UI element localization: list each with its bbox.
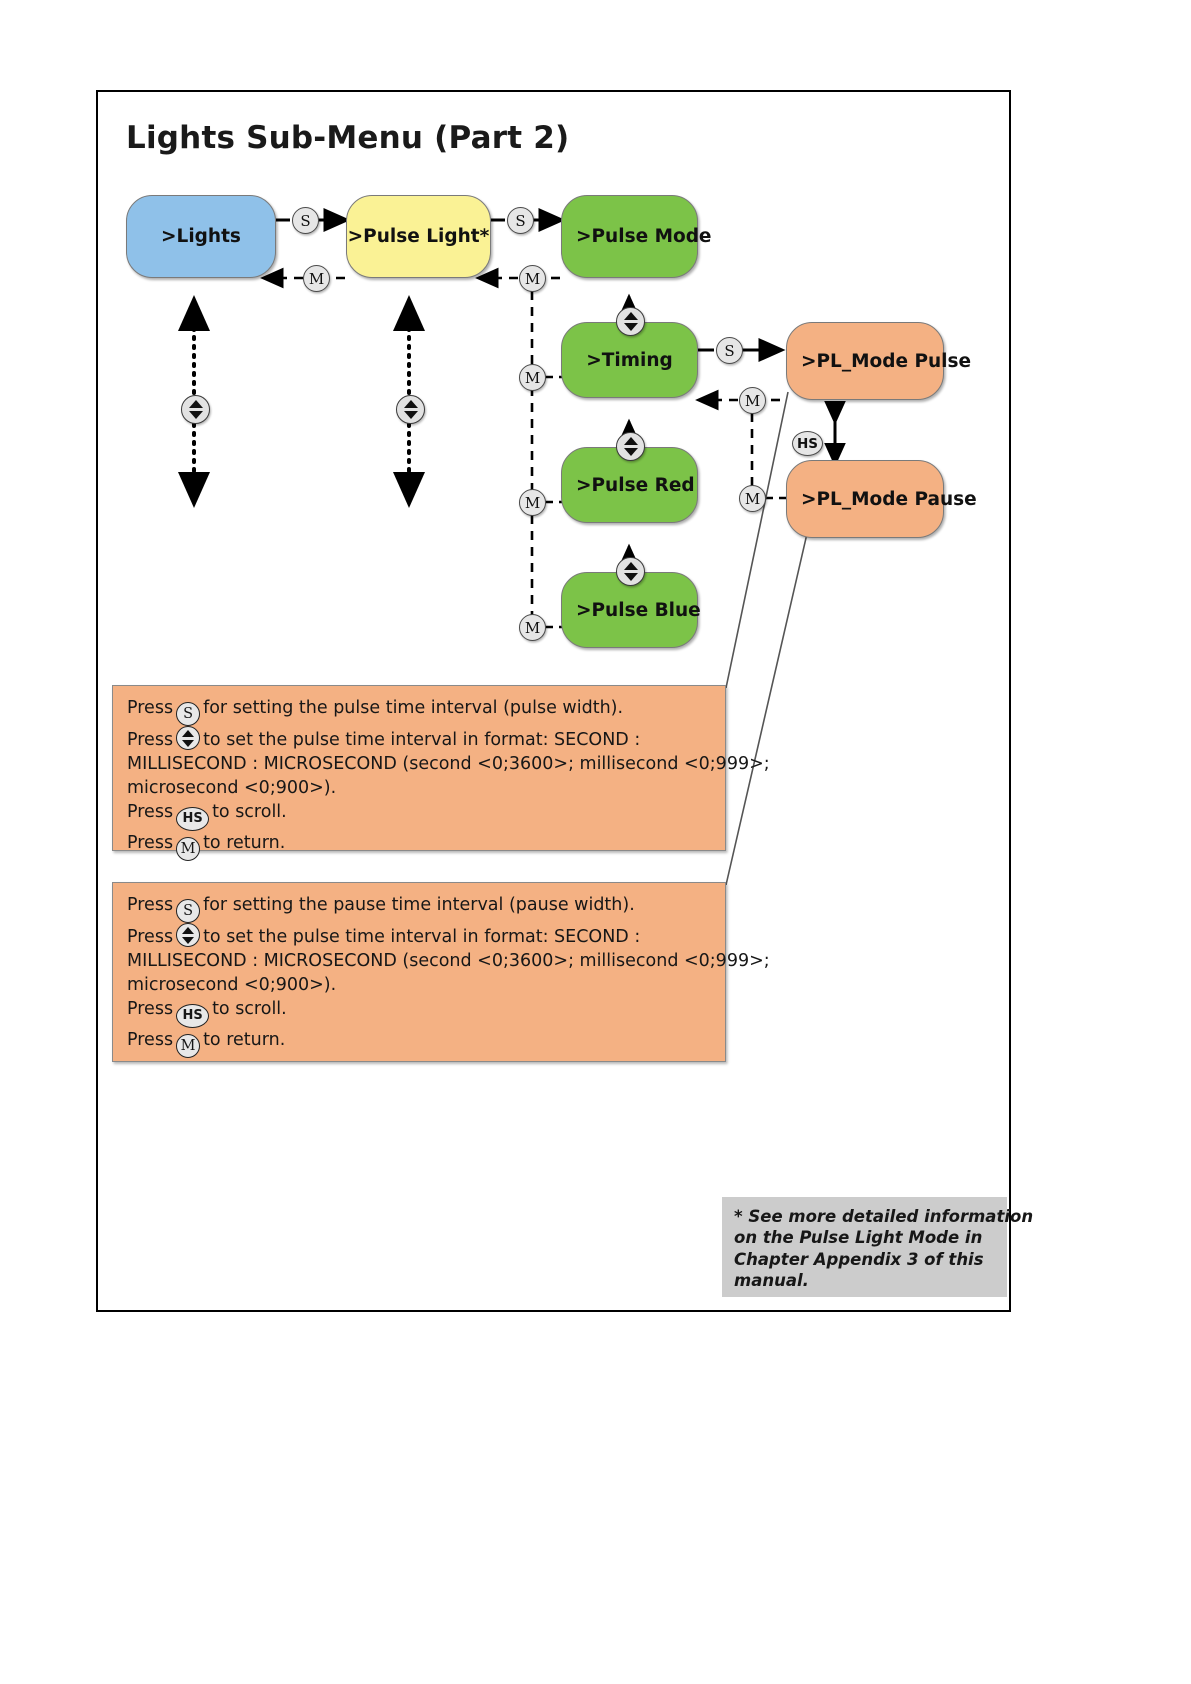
info-line: MILLISECOND : MICROSECOND (second <0;360… xyxy=(127,754,770,775)
m-key-badge-pulse-light-to-lights: M xyxy=(303,265,330,292)
info-line: microsecond <0;900>). xyxy=(127,975,337,996)
m-key-badge-pl-mode-pause-return: M xyxy=(739,485,766,512)
hs-key-icon: HS xyxy=(176,807,210,832)
info-line: microsecond <0;900>). xyxy=(127,778,337,799)
scroll-updown-icon-pulse-light-column xyxy=(396,395,425,424)
updown-key-icon xyxy=(176,923,201,947)
node-pl-mode-pulse-label: >PL_Mode Pulse xyxy=(801,350,972,372)
s-key-icon: S xyxy=(176,702,201,726)
scroll-updown-icon-timing-pulse-red xyxy=(616,432,645,461)
m-key-badge-pulse-red-return: M xyxy=(519,489,546,516)
footnote-line: Chapter Appendix 3 of this xyxy=(734,1249,984,1269)
node-pl-mode-pulse[interactable]: >PL_Mode Pulse xyxy=(786,322,971,400)
node-pulse-mode-label: >Pulse Mode xyxy=(576,226,712,247)
footnote-line: on the Pulse Light Mode in xyxy=(734,1228,983,1248)
node-pulse-blue-label: >Pulse Blue xyxy=(576,599,701,621)
diagram-page: Lights Sub-Menu (Part 2) xyxy=(96,90,1034,1312)
node-pulse-red-label: >Pulse Red xyxy=(576,474,695,496)
footnote-box: * See more detailed information on the P… xyxy=(722,1197,1034,1297)
hs-key-icon: HS xyxy=(176,1004,210,1029)
s-key-badge-pulse-light-to-pulse-mode: S xyxy=(507,207,534,234)
hs-key-badge-pl-mode-scroll: HS xyxy=(792,431,823,456)
s-key-icon: S xyxy=(176,899,201,923)
node-timing-label: >Timing xyxy=(586,349,673,371)
node-timing[interactable]: >Timing xyxy=(561,322,698,398)
s-key-badge-lights-to-pulse-light: S xyxy=(292,207,319,234)
info-line: MILLISECOND : MICROSECOND (second <0;360… xyxy=(127,951,770,972)
m-key-badge-pl-mode-pulse-to-timing: M xyxy=(739,387,766,414)
node-pl-mode-pause[interactable]: >PL_Mode Pause xyxy=(786,460,977,538)
updown-key-icon xyxy=(176,726,201,750)
scroll-updown-icon-pulse-red-pulse-blue xyxy=(616,557,645,586)
node-pulse-light-label: >Pulse Light* xyxy=(347,226,490,247)
footnote-line: * See more detailed information xyxy=(734,1207,1034,1226)
node-pulse-light[interactable]: >Pulse Light* xyxy=(346,195,491,278)
s-key-badge-timing-to-pl-mode-pulse: S xyxy=(716,337,743,364)
node-lights-label: >Lights xyxy=(161,226,241,247)
node-pulse-mode[interactable]: >Pulse Mode xyxy=(561,195,711,278)
m-key-icon: M xyxy=(176,837,201,862)
scroll-updown-icon-pulse-mode-timing xyxy=(616,307,645,336)
m-key-badge-pulse-blue-return: M xyxy=(519,614,546,641)
footnote-line: manual. xyxy=(734,1271,809,1291)
m-key-badge-pulse-mode-to-pulse-light: M xyxy=(519,265,546,292)
m-key-icon: M xyxy=(176,1034,201,1059)
m-key-badge-timing-return: M xyxy=(519,364,546,391)
scroll-updown-icon-lights-column xyxy=(181,395,210,424)
page-title: Lights Sub-Menu (Part 2) xyxy=(126,120,570,156)
node-pl-mode-pause-label: >PL_Mode Pause xyxy=(801,488,977,510)
node-lights[interactable]: >Lights xyxy=(126,195,276,278)
